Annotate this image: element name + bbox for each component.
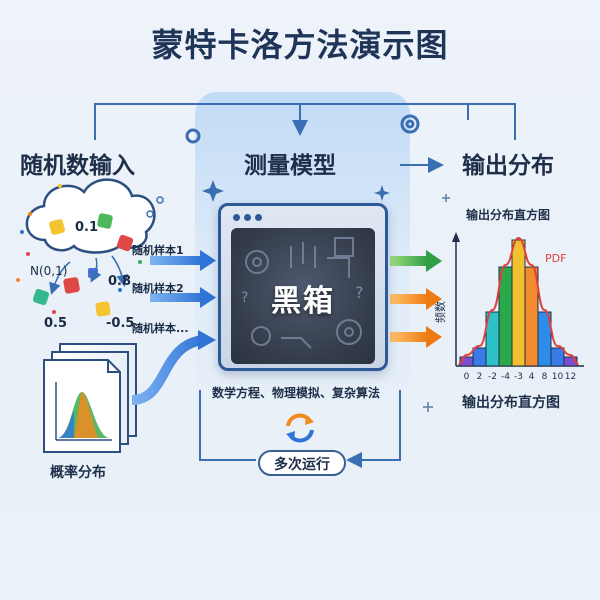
histogram-bar xyxy=(550,347,565,367)
dice-icons xyxy=(32,213,134,317)
black-box-label: 黑箱 xyxy=(271,284,335,319)
x-tick-label: 2 xyxy=(477,372,483,382)
run-loop-label: 多次运行 xyxy=(258,450,346,476)
random-dots xyxy=(16,184,164,314)
x-tick-label: 0 xyxy=(464,372,470,382)
x-tick-label: 8 xyxy=(542,372,548,382)
sparkle-icon xyxy=(202,180,390,202)
window-dot xyxy=(255,214,262,221)
histogram-bar xyxy=(472,347,487,367)
pdf-label: PDF xyxy=(545,252,566,265)
refresh-icon xyxy=(286,413,314,443)
chart-title: 输出分布直方图 xyxy=(466,208,551,222)
distribution-label: 概率分布 xyxy=(50,465,106,481)
window-dot xyxy=(233,214,240,221)
sample-label-1: 随机样本1 xyxy=(132,244,184,257)
x-tick-label: -3 xyxy=(514,372,523,382)
section-title-output: 输出分布 xyxy=(462,153,554,179)
input-value-label: 0.1 xyxy=(75,220,99,235)
sample-label-n: 随机样本... xyxy=(132,322,189,335)
page-title: 蒙特卡洛方法演示图 xyxy=(151,26,449,64)
x-tick-label: -2 xyxy=(488,372,497,382)
section-title-model: 测量模型 xyxy=(244,153,336,179)
output-arrows xyxy=(390,250,442,348)
histogram-bar xyxy=(524,266,539,367)
top-feedback-connector xyxy=(94,103,516,140)
input-value-label: 0.5 xyxy=(44,316,68,331)
window-dot xyxy=(244,214,251,221)
x-tick-label: 12 xyxy=(565,372,576,382)
document-arrow xyxy=(131,335,205,405)
black-box-window: ? ? 黑箱 xyxy=(218,203,388,371)
section-title-input: 随机数输入 xyxy=(20,153,135,179)
svg-text:?: ? xyxy=(241,290,248,306)
probability-document xyxy=(43,343,137,453)
svg-text:?: ? xyxy=(355,283,364,302)
model-caption: 数学方程、物理模拟、复杂算法 xyxy=(212,386,381,400)
gear-icon xyxy=(185,114,420,144)
histogram-bar xyxy=(511,239,526,367)
chart-ylabel: 频数 xyxy=(433,301,447,323)
input-value-label: -0.5 xyxy=(106,316,135,331)
plus-decor xyxy=(423,194,450,412)
x-tick-label: 4 xyxy=(529,372,535,382)
histogram-bar xyxy=(563,356,578,367)
loop-connector xyxy=(199,390,401,468)
input-arrows xyxy=(150,250,216,308)
cloud-shape xyxy=(25,178,156,254)
pdf-curve xyxy=(458,236,579,365)
input-value-label: N(0,1) xyxy=(30,264,68,278)
circuit-decor: ? ? xyxy=(241,237,364,349)
sample-label-2: 随机样本2 xyxy=(132,282,184,295)
input-value-label: 0.8 xyxy=(108,274,132,289)
black-box-screen: ? ? 黑箱 xyxy=(231,228,375,364)
x-tick-label: -4 xyxy=(501,372,510,382)
histogram-bar xyxy=(498,266,513,367)
x-tick-label: 10 xyxy=(552,372,564,382)
sample-flow-arrows xyxy=(49,255,129,295)
chart-bottom-caption: 输出分布直方图 xyxy=(462,395,560,411)
histogram-bar xyxy=(537,311,552,367)
